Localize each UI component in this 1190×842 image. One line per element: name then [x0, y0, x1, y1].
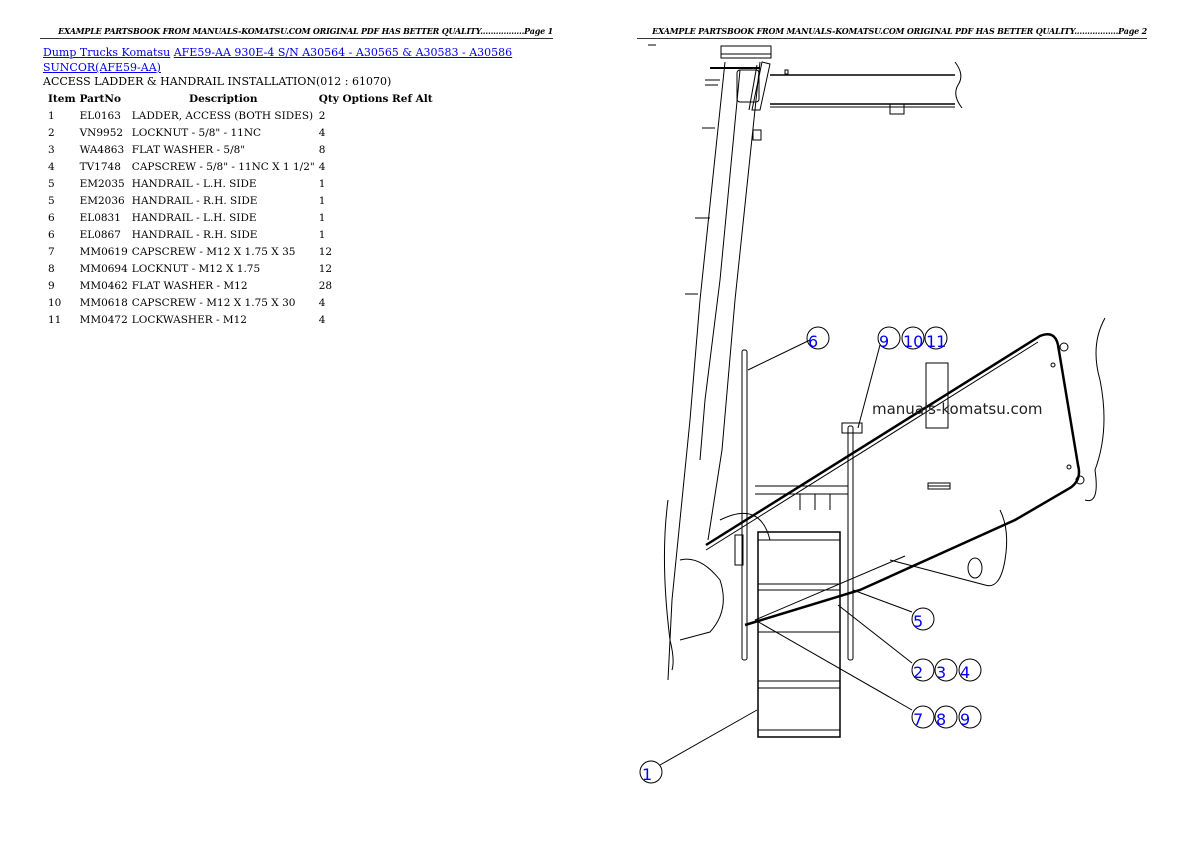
callout-5: 5 [913, 612, 923, 631]
cell-qty: 12 [318, 245, 333, 258]
header-partno: PartNo [79, 92, 121, 105]
cell-item: 8 [48, 262, 55, 275]
cell-partno: EM2036 [79, 194, 125, 207]
cell-description: CAPSCREW - 5/8" - 11NC X 1 1/2" [131, 160, 315, 173]
header-description: Description [189, 92, 258, 105]
cell-qty: 28 [318, 279, 333, 292]
section-title: ACCESS LADDER & HANDRAIL INSTALLATION(01… [43, 75, 392, 88]
breadcrumb-link-dump-trucks[interactable]: Dump Trucks Komatsu [43, 46, 171, 59]
cell-description: HANDRAIL - L.H. SIDE [131, 177, 257, 190]
cell-qty: 8 [318, 143, 326, 156]
callout-9b: 9 [960, 710, 970, 729]
cell-description: HANDRAIL - L.H. SIDE [131, 211, 257, 224]
cell-partno: WA4863 [79, 143, 125, 156]
cell-qty: 1 [318, 228, 326, 241]
watermark-text: manuals-komatsu.com [872, 400, 1043, 418]
cell-item: 6 [48, 211, 55, 224]
table-row: 6 EL0867 HANDRAIL - R.H. SIDE 1 [46, 226, 435, 243]
callout-6: 6 [808, 332, 818, 351]
callout-11: 11 [926, 332, 946, 351]
page-header: EXAMPLE PARTSBOOK FROM MANUALS-KOMATSU.C… [40, 26, 553, 39]
header-item: Item [48, 92, 76, 105]
cell-item: 5 [48, 194, 55, 207]
cell-item: 5 [48, 177, 55, 190]
cell-description: HANDRAIL - R.H. SIDE [131, 228, 258, 241]
callout-7: 7 [913, 710, 923, 729]
breadcrumb: Dump Trucks Komatsu AFE59-AA 930E-4 S/N … [43, 45, 543, 75]
cell-description: LOCKNUT - M12 X 1.75 [131, 262, 261, 275]
header-alt: Alt [415, 92, 433, 105]
cell-qty: 12 [318, 262, 333, 275]
table-row: 2 VN9952 LOCKNUT - 5/8" - 11NC 4 [46, 124, 435, 141]
cell-qty: 4 [318, 160, 326, 173]
cell-item: 10 [48, 296, 62, 309]
cell-partno: MM0694 [79, 262, 128, 275]
callout-3: 3 [936, 663, 946, 682]
callout-9: 9 [879, 332, 889, 351]
page-1: EXAMPLE PARTSBOOK FROM MANUALS-KOMATSU.C… [40, 26, 553, 328]
parts-diagram: manuals-komatsu.com 6 9 10 11 5 2 3 4 7 … [639, 44, 1106, 784]
cell-item: 9 [48, 279, 55, 292]
cell-qty: 1 [318, 177, 326, 190]
callout-2: 2 [913, 663, 923, 682]
table-row: 3 WA4863 FLAT WASHER - 5/8" 8 [46, 141, 435, 158]
callout-4: 4 [960, 663, 970, 682]
cell-partno: VN9952 [79, 126, 124, 139]
cell-partno: MM0619 [79, 245, 128, 258]
table-row: 5 EM2036 HANDRAIL - R.H. SIDE 1 [46, 192, 435, 209]
cell-qty: 1 [318, 211, 326, 224]
table-header-row: Item PartNo Description Qty Options Ref … [46, 90, 435, 107]
cell-description: CAPSCREW - M12 X 1.75 X 35 [131, 245, 296, 258]
cell-description: CAPSCREW - M12 X 1.75 X 30 [131, 296, 296, 309]
cell-description: LOCKWASHER - M12 [131, 313, 247, 326]
cell-partno: TV1748 [79, 160, 121, 173]
cell-item: 2 [48, 126, 55, 139]
breadcrumb-link-model[interactable]: AFE59-AA 930E-4 S/N A30564 - A30565 & A3… [43, 46, 513, 74]
cell-qty: 4 [318, 313, 326, 326]
cell-description: LADDER, ACCESS (BOTH SIDES) [131, 109, 314, 122]
cell-item: 6 [48, 228, 55, 241]
cell-item: 1 [48, 109, 55, 122]
cell-description: LOCKNUT - 5/8" - 11NC [131, 126, 262, 139]
cell-partno: MM0618 [79, 296, 128, 309]
cell-item: 3 [48, 143, 55, 156]
cell-partno: EL0831 [79, 211, 121, 224]
cell-qty: 4 [318, 296, 326, 309]
cell-qty: 2 [318, 109, 326, 122]
page-2: EXAMPLE PARTSBOOK FROM MANUALS-KOMATSU.C… [595, 0, 1190, 842]
cell-item: 11 [48, 313, 62, 326]
header-options: Options [342, 92, 389, 105]
callout-10: 10 [903, 332, 923, 351]
callout-8: 8 [936, 710, 946, 729]
cell-description: FLAT WASHER - 5/8" [131, 143, 246, 156]
cell-partno: EM2035 [79, 177, 125, 190]
parts-table: Item PartNo Description Qty Options Ref … [46, 90, 435, 328]
table-row: 5 EM2035 HANDRAIL - L.H. SIDE 1 [46, 175, 435, 192]
cell-partno: MM0462 [79, 279, 128, 292]
header-qty-options-ref-alt: Qty Options Ref Alt [317, 90, 435, 107]
table-row: 6 EL0831 HANDRAIL - L.H. SIDE 1 [46, 209, 435, 226]
cell-description: FLAT WASHER - M12 [131, 279, 248, 292]
header-ref: Ref [392, 92, 412, 105]
cell-partno: EL0867 [79, 228, 121, 241]
callout-1: 1 [642, 765, 652, 784]
cell-item: 7 [48, 245, 55, 258]
cell-partno: EL0163 [79, 109, 121, 122]
cell-qty: 4 [318, 126, 326, 139]
cell-description: HANDRAIL - R.H. SIDE [131, 194, 258, 207]
page-header: EXAMPLE PARTSBOOK FROM MANUALS-KOMATSU.C… [637, 26, 1147, 39]
header-qty: Qty [318, 92, 339, 105]
cell-qty: 1 [318, 194, 326, 207]
cell-item: 4 [48, 160, 55, 173]
cell-partno: MM0472 [79, 313, 128, 326]
table-row: 1 EL0163 LADDER, ACCESS (BOTH SIDES) 2 [46, 107, 435, 124]
